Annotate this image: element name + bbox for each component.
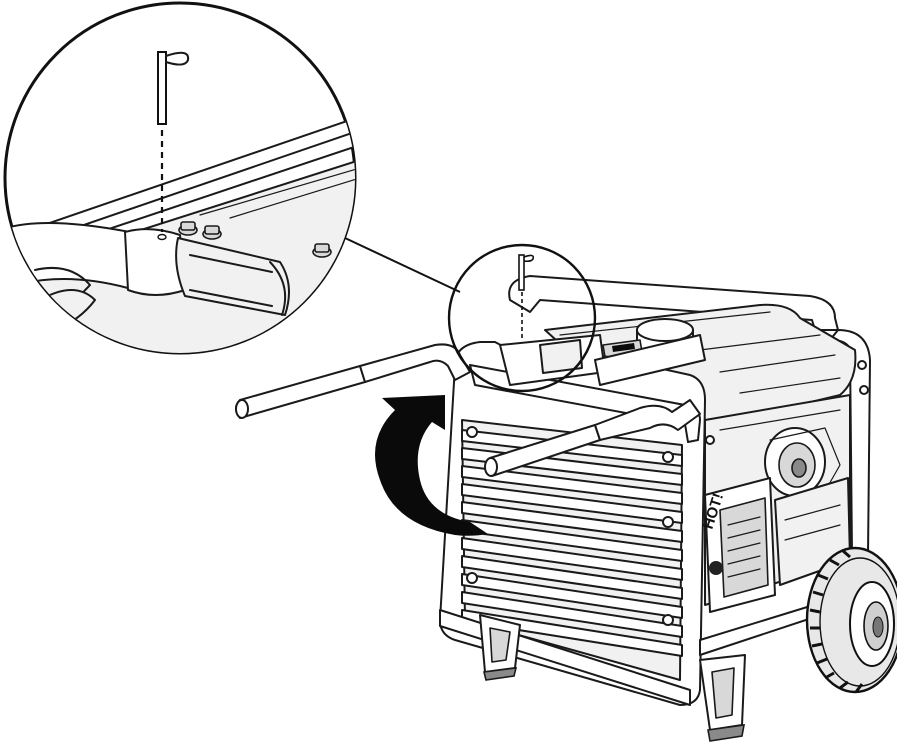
magnified-detail-callout — [3, 1, 357, 355]
screw-icon — [662, 614, 674, 626]
control-panel: HOT! — [700, 477, 776, 613]
pin-location-circle — [447, 243, 597, 393]
bolt-icon — [202, 225, 222, 240]
screw-icon — [662, 451, 674, 463]
front-foot — [699, 654, 746, 742]
recoil-starter-icon — [764, 427, 841, 501]
callout-leader-line — [344, 237, 461, 293]
pin-hole-icon — [157, 233, 167, 241]
screw-icon — [857, 360, 867, 370]
screw-icon — [662, 516, 674, 528]
screw-icon — [705, 435, 715, 445]
handle-left — [235, 343, 471, 419]
front-foot — [479, 614, 521, 681]
generator: HOT! — [235, 275, 897, 742]
rotate-arrow-icon — [375, 395, 488, 536]
screw-icon — [859, 385, 869, 395]
bolt-icon — [178, 221, 198, 236]
screw-icon — [466, 426, 478, 438]
handle-right — [484, 399, 701, 477]
screw-icon — [466, 572, 478, 584]
bolt-icon — [312, 243, 332, 258]
wheel — [805, 546, 897, 694]
mounting-pin-icon — [157, 51, 190, 125]
mounting-pin-icon — [518, 254, 535, 291]
